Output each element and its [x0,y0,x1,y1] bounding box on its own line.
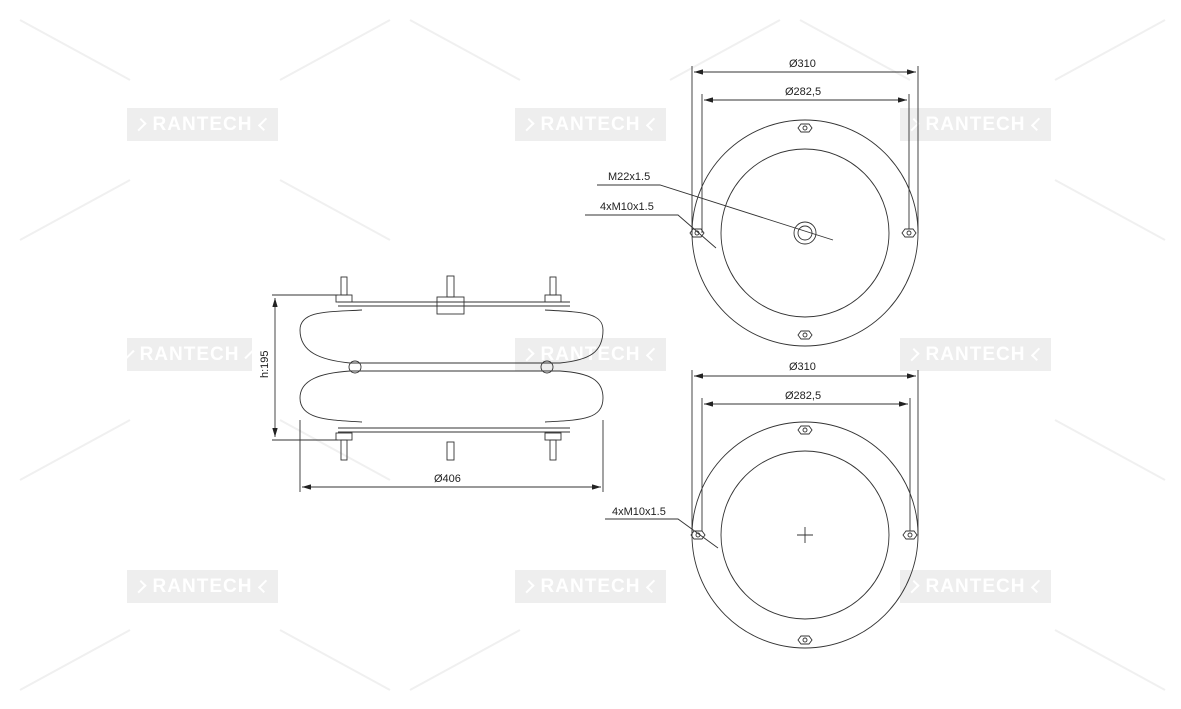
side-view [272,275,604,492]
watermark: RANTECH [124,338,255,371]
watermark: RANTECH [127,570,278,603]
watermark-text: RANTECH [540,343,641,365]
watermark-text: RANTECH [540,113,641,135]
top-bolt-thread: 4xM10x1.5 [600,201,654,213]
background-pattern [19,19,1166,691]
watermark-text: RANTECH [139,343,240,365]
watermark: RANTECH [900,570,1051,603]
bottom-bolt-thread: 4xM10x1.5 [612,506,666,518]
watermark-text: RANTECH [540,575,641,597]
watermark: RANTECH [515,570,666,603]
top-view [585,66,919,347]
watermark: RANTECH [515,338,666,371]
watermark-text: RANTECH [925,113,1026,135]
side-diameter-dimension: Ø406 [434,473,461,485]
watermark-text: RANTECH [925,343,1026,365]
top-outer-diameter: Ø310 [789,58,816,70]
watermark: RANTECH [127,108,278,141]
bottom-view [605,370,919,649]
top-center-thread: M22x1.5 [608,171,651,183]
top-bolt-circle: Ø282,5 [785,86,822,98]
watermark: RANTECH [515,108,666,141]
height-dimension: h:195 [259,350,271,378]
watermark: RANTECH [900,108,1051,141]
bottom-bolt-circle: Ø282,5 [785,390,822,402]
watermark-text: RANTECH [152,113,253,135]
watermark-text: RANTECH [152,575,253,597]
bottom-outer-diameter: Ø310 [789,361,816,373]
watermark: RANTECH [900,338,1051,371]
watermark-text: RANTECH [925,575,1026,597]
